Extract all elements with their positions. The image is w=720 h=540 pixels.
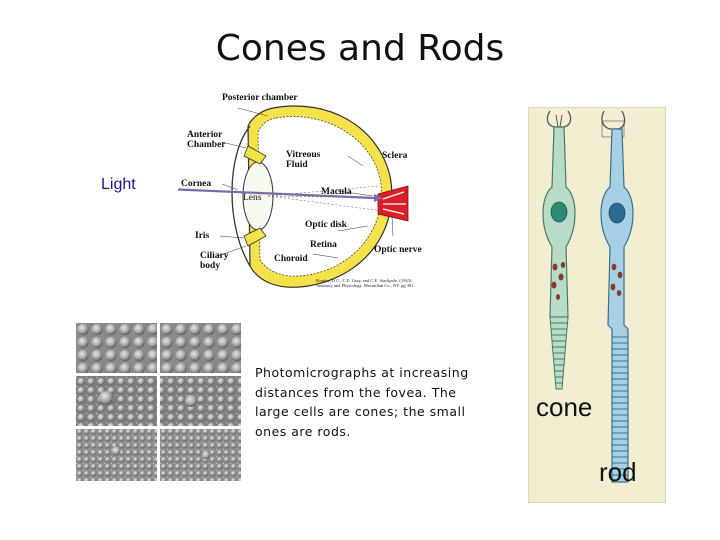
label-optic-disk: Optic disk: [305, 220, 347, 230]
cone-rod-cells-illustration: [528, 107, 666, 503]
label-iris: Iris: [195, 231, 210, 241]
label-cornea: Cornea: [181, 179, 212, 189]
label-optic-nerve: Optic nerve: [374, 245, 422, 255]
slide-title: Cones and Rods: [215, 28, 505, 69]
label-vitreous-fluid: Vitreous Fluid: [286, 150, 321, 170]
label-retina: Retina: [310, 240, 337, 250]
label-ciliary-body: Ciliary body: [200, 251, 229, 271]
photomicrograph-caption: Photomicrographs at increasing distances…: [255, 365, 469, 439]
cone-label: cone: [536, 392, 593, 422]
label-posterior-chamber: Posterior chamber: [222, 93, 298, 103]
light-label: Light: [101, 176, 136, 193]
photomicrographs-image: [76, 323, 241, 481]
eye-diagram-citation: Kimber, D.C., C.E. Gray, and C.E. Stackp…: [316, 278, 415, 288]
eye-diagram: [178, 86, 428, 296]
label-anterior-chamber: Anterior Chamber: [187, 130, 226, 150]
label-lens: Lens: [243, 193, 262, 203]
label-choroid: Choroid: [274, 254, 308, 264]
label-sclera: Sclera: [382, 151, 408, 161]
label-macula: Macula: [321, 187, 352, 197]
rod-label: rod: [599, 457, 637, 487]
